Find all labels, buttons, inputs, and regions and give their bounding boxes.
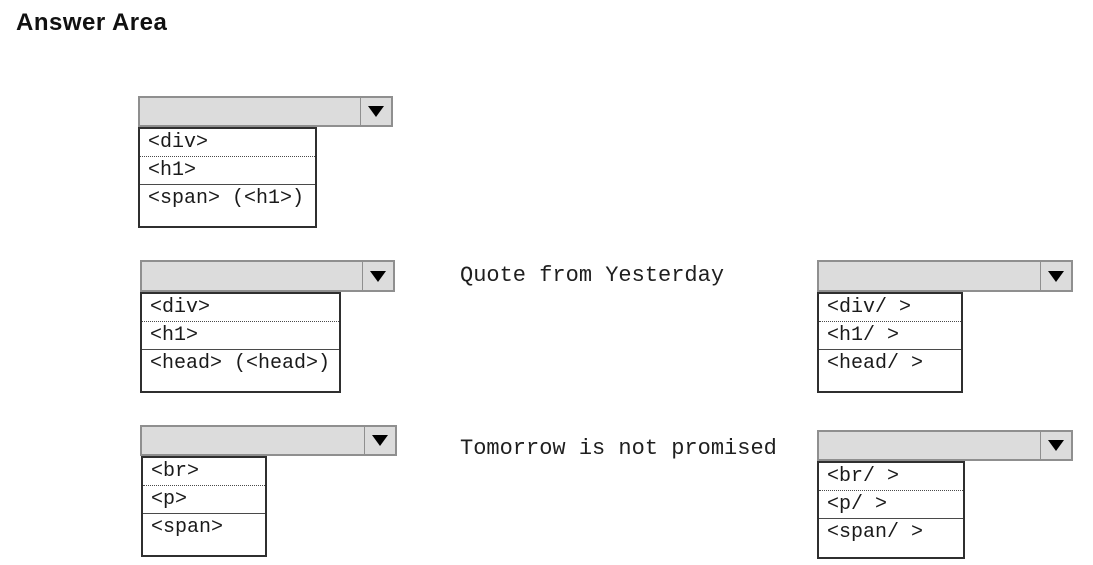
- dropdown-option[interactable]: <div/ >: [819, 294, 961, 322]
- dropdown-option[interactable]: <h1>: [142, 322, 339, 350]
- row3-label: Tomorrow is not promised: [460, 436, 777, 461]
- dropdown-option[interactable]: <span>: [151, 516, 224, 539]
- dropdown-option[interactable]: <head/ >: [827, 352, 924, 375]
- dropdown-row3-right[interactable]: [817, 430, 1073, 461]
- dropdown-option[interactable]: <head> (<head>): [150, 352, 331, 375]
- dropdown-option[interactable]: <div>: [142, 294, 339, 322]
- dropdown-row1-left-options: <div> <h1> <span> (<h1>): [138, 127, 317, 228]
- dropdown-option[interactable]: <h1>: [140, 157, 315, 185]
- dropdown-option[interactable]: <p>: [143, 486, 265, 514]
- dropdown-option[interactable]: <br/ >: [819, 463, 963, 491]
- dropdown-row2-right-arrow-button[interactable]: [1040, 262, 1071, 290]
- dropdown-row2-right-options: <div/ > <h1/ > <head/ >: [817, 292, 963, 393]
- dropdown-row1-left[interactable]: [138, 96, 393, 127]
- row2-label: Quote from Yesterday: [460, 263, 725, 288]
- caret-down-icon: [368, 106, 384, 117]
- dropdown-row2-right-selected-value[interactable]: [819, 262, 1040, 290]
- dropdown-row2-left-options: <div> <h1> <head> (<head>): [140, 292, 341, 393]
- dropdown-row2-left-arrow-button[interactable]: [362, 262, 393, 290]
- dropdown-row3-left[interactable]: [140, 425, 397, 456]
- dropdown-row1-left-selected-value[interactable]: [140, 98, 360, 125]
- caret-down-icon: [1048, 270, 1064, 282]
- page-title: Answer Area: [16, 9, 168, 36]
- dropdown-row3-left-options: <br> <p> <span>: [141, 456, 267, 557]
- dropdown-row1-left-arrow-button[interactable]: [360, 98, 391, 125]
- dropdown-option[interactable]: <br>: [143, 458, 265, 486]
- dropdown-row2-left[interactable]: [140, 260, 395, 292]
- dropdown-option[interactable]: <p/ >: [819, 491, 963, 519]
- caret-down-icon: [1048, 440, 1064, 451]
- caret-down-icon: [370, 270, 386, 282]
- dropdown-option[interactable]: <h1/ >: [819, 322, 961, 350]
- dropdown-row3-right-selected-value[interactable]: [819, 432, 1040, 459]
- dropdown-option[interactable]: <span/ >: [827, 521, 924, 544]
- dropdown-option[interactable]: <span> (<h1>): [148, 187, 305, 210]
- dropdown-option[interactable]: <div>: [140, 129, 315, 157]
- dropdown-row3-left-arrow-button[interactable]: [364, 427, 395, 454]
- dropdown-row2-right[interactable]: [817, 260, 1073, 292]
- caret-down-icon: [372, 435, 388, 446]
- dropdown-row2-left-selected-value[interactable]: [142, 262, 362, 290]
- dropdown-row3-right-options: <br/ > <p/ > <span/ >: [817, 461, 965, 559]
- dropdown-row3-left-selected-value[interactable]: [142, 427, 364, 454]
- dropdown-row3-right-arrow-button[interactable]: [1040, 432, 1071, 459]
